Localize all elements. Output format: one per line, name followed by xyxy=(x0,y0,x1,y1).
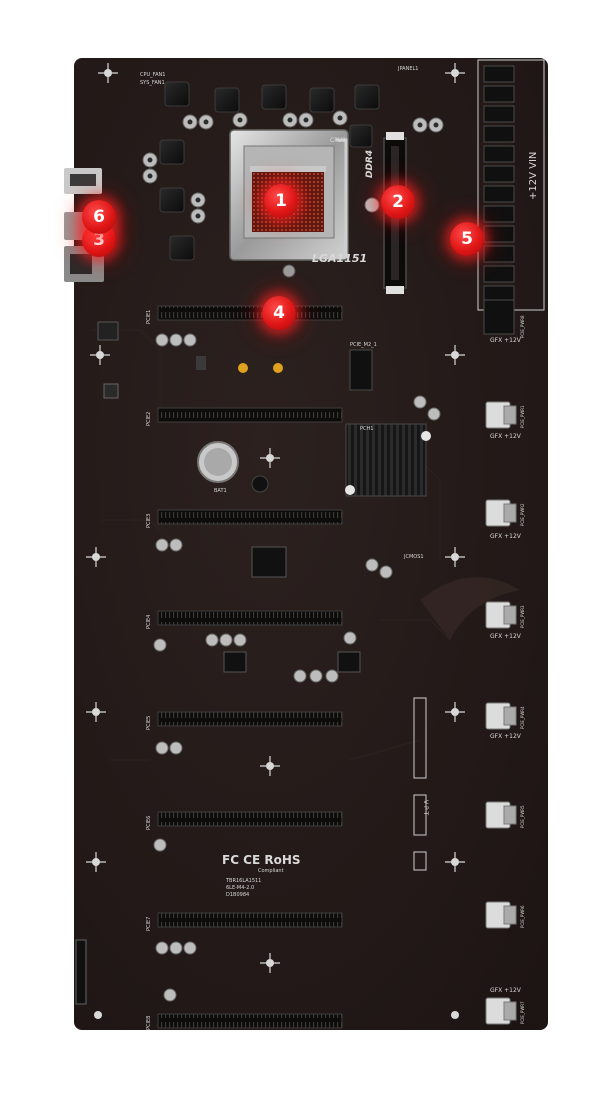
model-line-3: D1B0984 xyxy=(226,892,249,898)
jcmos-label: JCMOS1 xyxy=(403,554,424,560)
pcie-slot-label: PCIE8 xyxy=(146,1016,152,1030)
pcie-slot-label: PCIE3 xyxy=(146,514,152,528)
callout-2-ddr4-slot[interactable]: 2 xyxy=(381,185,415,219)
pcie-slot-label: PCIE7 xyxy=(146,917,152,931)
battery-label: BAT1 xyxy=(214,488,227,494)
gpu-power-label: PCIE_PWR1 xyxy=(520,405,525,428)
gpu-power-label: PCIE_PWR5 xyxy=(520,805,525,828)
gfx-label: GFX +12V xyxy=(490,533,522,540)
power-label: +12V VIN xyxy=(528,152,539,200)
pcie-slot-label: PCIE5 xyxy=(146,716,152,730)
compliant-mark: Compliant xyxy=(258,868,284,874)
m2-label: PCIE_M2_1 xyxy=(350,342,377,348)
pcie-slots xyxy=(157,305,343,1029)
pch-label: PCH1 xyxy=(360,426,373,432)
socket-label: LGA1151 xyxy=(312,252,367,265)
gpu-power-label: PCIE_PWR8 xyxy=(520,315,525,338)
gpu-power-label: PCIE_PWR3 xyxy=(520,605,525,628)
callout-6-usb-ports[interactable]: 6 xyxy=(82,200,116,234)
gpu-power-connectors xyxy=(485,401,517,1025)
pcie-slot-label: PCIE6 xyxy=(146,816,152,830)
sys-fan-label: SYS_FAN1 xyxy=(140,80,165,86)
cpu-fan-label: CPU_FAN1 xyxy=(140,72,165,78)
model-line-2: 6LE-M4-2.0 xyxy=(226,885,254,891)
gpu-power-label: PCIE_PWR7 xyxy=(520,1001,525,1024)
pcie-slot-label: PCIE4 xyxy=(146,615,152,629)
pcie-slot-label: PCIE2 xyxy=(146,412,152,426)
callout-4-pcie-x16-slot[interactable]: 4 xyxy=(262,296,296,330)
power-connector-block: +12V VIN xyxy=(477,59,545,335)
gfx-label: GFX +12V xyxy=(490,633,522,640)
model-line-1: TBR16LA1511 xyxy=(225,878,261,884)
memory-label: DDR4 xyxy=(365,150,375,178)
cpu-label: CPU1 xyxy=(330,137,346,144)
jpanel-label: JPANEL1 xyxy=(397,66,418,72)
pcb xyxy=(74,58,548,1030)
vpt-label: V P T xyxy=(422,800,429,816)
callout-5-power-connectors[interactable]: 5 xyxy=(450,222,484,256)
gfx-label: GFX +12V xyxy=(490,987,522,994)
cmos-battery xyxy=(197,441,269,493)
callout-1-cpu-socket[interactable]: 1 xyxy=(264,184,298,218)
gfx-label: GFX +12V xyxy=(490,733,522,740)
cert-mark: FC CE RoHS xyxy=(222,853,301,867)
gpu-power-label: PCIE_PWR4 xyxy=(520,706,525,729)
gpu-power-label: PCIE_PWR6 xyxy=(520,905,525,928)
gfx-label: GFX +12V xyxy=(490,433,522,440)
gfx-label: GFX +12V xyxy=(490,337,522,344)
gpu-power-label: PCIE_PWR2 xyxy=(520,503,525,526)
pch-heatsink xyxy=(345,423,431,497)
pcie-slot-label: PCIE1 xyxy=(146,310,152,324)
